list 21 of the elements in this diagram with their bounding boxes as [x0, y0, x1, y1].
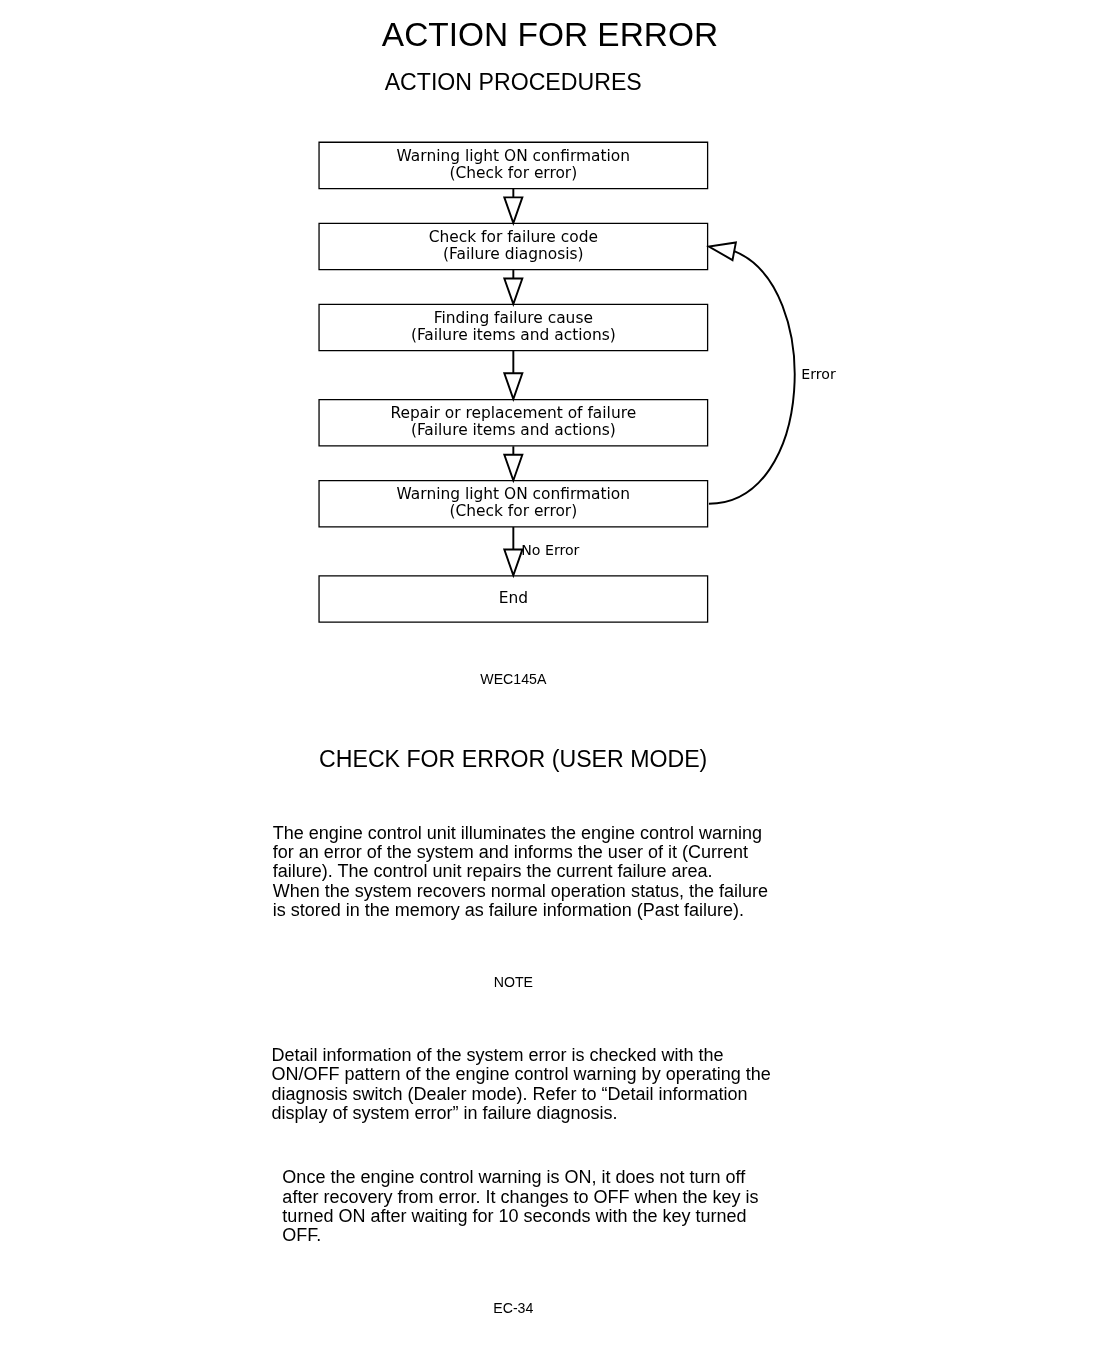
node-box: Check for failure code (Failure diagnosis) [318, 222, 709, 271]
node-box: Warning light ON confirmation (Check for error) [318, 480, 709, 528]
label: WEC145A [480, 670, 547, 687]
node-box: Warning light ON confirmation (Check for error) [318, 141, 709, 190]
label: Detail information of the system error is checked with the ON/OFF pattern of the engine control warning by operating the diagnosis switch (Dealer mode). Refer to “Detail information display of system error” in failure diagnosis. [271, 1045, 771, 1124]
arrow [706, 241, 796, 505]
label: NOTE [493, 974, 533, 991]
arrow [502, 445, 524, 484]
label: CHECK FOR ERROR (USER MODE) [319, 745, 708, 772]
arrow [502, 526, 524, 579]
label: Once the engine control warning is ON, it does not turn off after recovery from error. It changes to OFF when the key is turned ON after waiting for 10 seconds with the key turned OFF. [282, 1167, 759, 1246]
label: ACTION PROCEDURES [384, 69, 642, 96]
arrow [502, 349, 524, 402]
diagram-title: ACTION FOR ERROR [381, 15, 719, 53]
label: The engine control unit illuminates the engine control warning for an error of the system and informs the user of it (Current failure). The control unit repairs the current failure area. When the system recovers normal operation status, the failure is stored in the memory as failure information (Past failure). [272, 822, 768, 920]
edge-label: No Error [521, 542, 580, 559]
label: EC-34 [493, 1299, 534, 1316]
node-box: End [318, 575, 709, 623]
node-box: Repair or replacement of failure (Failure items and actions) [318, 398, 709, 447]
node-box: Finding failure cause (Failure items and actions) [318, 303, 709, 352]
edge-label: Error [801, 365, 836, 382]
